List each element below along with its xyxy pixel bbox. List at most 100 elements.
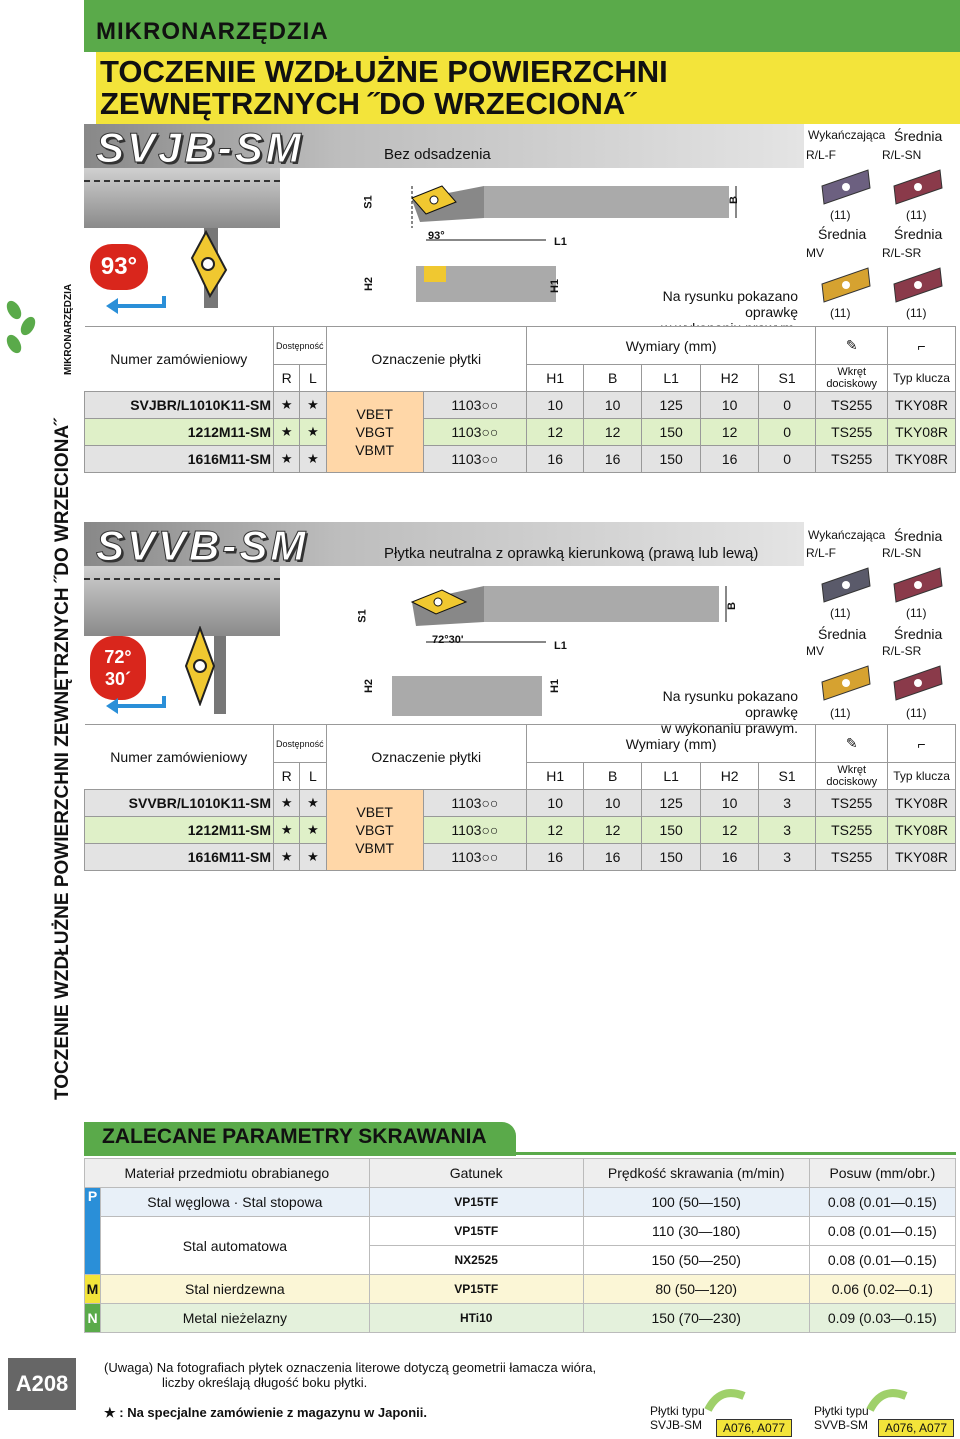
ref1-label: Płytki typu SVJB-SM xyxy=(650,1404,705,1432)
header-b: B xyxy=(583,364,642,392)
svjb-angle-badge: 93° xyxy=(90,244,148,290)
header-h1: H1 xyxy=(525,364,585,392)
params-title: ZALECANE PARAMETRY SKRAWANIA xyxy=(102,1125,487,1148)
screw-icon: ✎ xyxy=(815,326,889,365)
insert-sr-icon xyxy=(893,267,943,303)
header-h1: H1 xyxy=(525,762,585,790)
header-s1: S1 xyxy=(757,762,817,790)
page-title-line1: TOCZENIE WZDŁUŻNE POWIERZCHNI xyxy=(100,54,668,89)
header-dimensions: Wymiary (mm) xyxy=(525,326,817,365)
footer-note: (Uwaga) Na fotografiach płytek oznaczeni… xyxy=(104,1360,597,1390)
table-row: 1616M11-SM ★ ★ 1103○○ 16 16 150 16 0 TS2… xyxy=(83,445,956,473)
header-b: B xyxy=(583,762,642,790)
header-insert: Oznaczenie płytki xyxy=(325,724,527,790)
table-row: SVVBR/L1010K11-SM ★ ★ VBET VBGT VBMT 110… xyxy=(83,789,956,871)
table-row: 1212M11-SM ★ ★ 1103○○ 12 12 150 12 0 TS2… xyxy=(83,418,956,446)
header-l: L xyxy=(299,364,327,392)
svvb-dim-b: B xyxy=(725,602,738,610)
svjb-model-name: SVJB-SM xyxy=(96,124,304,172)
svjb-subtitle: Bez odsadzenia xyxy=(384,146,491,163)
key-icon: ⌐ xyxy=(887,326,956,365)
svvb-table: Numer zamówieniowy Dostępność Oznaczenie… xyxy=(83,724,956,871)
header-h2: H2 xyxy=(700,762,759,790)
insert-sr-icon xyxy=(893,665,943,701)
svvb-subtitle: Płytka neutralna z oprawką kierunkową (p… xyxy=(384,545,759,562)
svjb-dim-s1: S1 xyxy=(362,195,375,209)
insert-types: VBET VBGT VBMT xyxy=(325,789,424,871)
table-row: NX2525 150 (50—250) 0.08 (0.01—0.15) xyxy=(85,1245,957,1275)
svvb-dim-h2: H2 xyxy=(363,678,376,694)
header-dimensions: Wymiary (mm) xyxy=(525,724,817,763)
vertical-small-title: MIKRONARZĘDZIA xyxy=(63,283,74,375)
section-title: MIKRONARZĘDZIA xyxy=(96,18,329,45)
table-row: M Stal nierdzewna VP15TF 80 (50—120) 0.0… xyxy=(84,1274,957,1304)
header-order: Numer zamówieniowy xyxy=(84,326,275,392)
insert-mv-icon xyxy=(821,267,871,303)
table-row: N Metal nieżelazny HTi10 150 (70—230) 0.… xyxy=(84,1303,957,1333)
svvb-title-band xyxy=(84,522,804,566)
table-row: Stal automatowa VP15TF 110 (30—180) 0.08… xyxy=(85,1216,957,1275)
header-screw: Wkręt dociskowy xyxy=(815,762,889,790)
svvb-model-name: SVVB-SM xyxy=(95,522,309,570)
insert-types: VBET VBGT VBMT xyxy=(325,391,424,473)
svvb-dim-l1: L1 xyxy=(554,640,567,652)
svvb-angle-badge: 72° 30´ xyxy=(90,636,146,700)
params-rule xyxy=(84,1152,956,1155)
header-insert: Oznaczenie płytki xyxy=(325,326,527,392)
header-l1: L1 xyxy=(640,762,702,790)
footer-star-note: ★ : Na specjalne zamówienie z magazynu w… xyxy=(104,1405,428,1420)
ref2-label: Płytki typu SVVB-SM xyxy=(814,1404,869,1432)
svvb-drawing-angle: 72°30' xyxy=(432,634,464,646)
svjb-dim-h1: H1 xyxy=(549,278,562,294)
insert-medium-icon xyxy=(893,169,943,205)
ref1-arrow-icon xyxy=(704,1389,746,1412)
header-availability: Dostępność xyxy=(273,724,327,763)
header-l: L xyxy=(299,762,327,790)
params-header: Materiał przedmiotu obrabianego Gatunek … xyxy=(84,1158,957,1188)
insert-fine-icon xyxy=(821,169,871,205)
header-r: R xyxy=(273,364,301,392)
header-green-bar xyxy=(84,0,960,52)
svjb-dim-h2: H2 xyxy=(363,276,376,292)
svjb-title-band xyxy=(84,124,804,168)
header-s1: S1 xyxy=(757,364,817,392)
svvb-dimension-drawing xyxy=(392,586,727,716)
ref2-arrow-icon xyxy=(866,1389,908,1412)
svvb-dim-s1: S1 xyxy=(356,609,369,623)
svjb-feed-arrow-icon xyxy=(106,296,166,314)
params-table: Materiał przedmiotu obrabianego Gatunek … xyxy=(84,1158,957,1333)
svjb-dimension-drawing xyxy=(411,185,737,302)
header-screw: Wkręt dociskowy xyxy=(815,364,889,392)
table-row: 1616M11-SM ★ ★ 1103○○ 16 16 150 16 3 TS2… xyxy=(83,843,956,871)
svjb-table-header: Numer zamówieniowy Dostępność Oznaczenie… xyxy=(84,326,956,392)
page-number-badge: A208 xyxy=(8,1358,76,1410)
insert-mv-icon xyxy=(821,665,871,701)
header-key: Typ klucza xyxy=(887,364,956,392)
screw-icon: ✎ xyxy=(815,724,889,763)
page-title: TOCZENIE WZDŁUŻNE POWIERZCHNI ZEWNĘTRZNY… xyxy=(100,56,668,120)
svjb-dim-l1: L1 xyxy=(554,236,567,248)
leaf-logo-icon xyxy=(6,300,36,354)
header-l1: L1 xyxy=(640,364,702,392)
table-row: 1212M11-SM ★ ★ 1103○○ 12 12 150 12 3 TS2… xyxy=(83,816,956,844)
key-icon: ⌐ xyxy=(887,724,956,763)
ref1-pages-link[interactable]: A076, A077 xyxy=(716,1419,793,1437)
svvb-feed-arrow-icon xyxy=(106,696,166,714)
svvb-insert-panel: Wykańczająca Średnia R/L-F R/L-SN (11) (… xyxy=(804,526,956,726)
header-key: Typ klucza xyxy=(887,762,956,790)
table-row: P Stal węglowa · Stal stopowa VP15TF 100… xyxy=(84,1187,957,1275)
svjb-table: Numer zamówieniowy Dostępność Oznaczenie… xyxy=(83,326,956,473)
insert-medium-icon xyxy=(893,567,943,603)
header-r: R xyxy=(273,762,301,790)
ref2-pages-link[interactable]: A076, A077 xyxy=(878,1419,955,1437)
header-availability: Dostępność xyxy=(273,326,327,365)
header-h2: H2 xyxy=(700,364,759,392)
svjb-insert-panel: Wykańczająca Średnia R/L-F R/L-SN (11) (… xyxy=(804,126,956,326)
svjb-drawing-angle: 93° xyxy=(428,230,445,242)
params-title-bar xyxy=(84,1122,516,1156)
svvb-table-header: Numer zamówieniowy Dostępność Oznaczenie… xyxy=(84,724,956,790)
insert-fine-icon xyxy=(821,567,871,603)
svjb-dim-b: B xyxy=(727,196,740,204)
page-title-line2: ZEWNĘTRZNYCH ˝DO WRZECIONA˝ xyxy=(100,86,636,121)
svvb-dim-h1: H1 xyxy=(549,678,562,694)
